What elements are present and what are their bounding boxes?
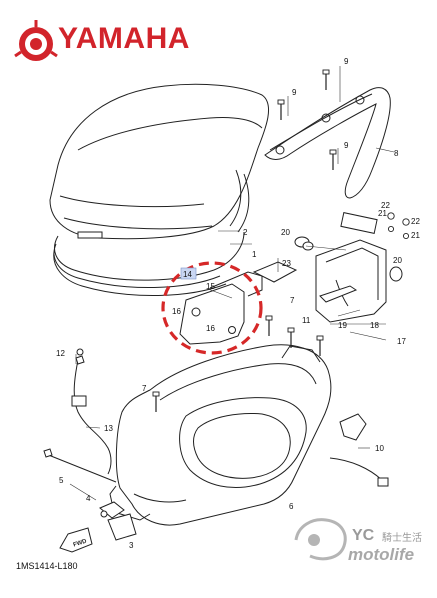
callout-11: 11 (302, 316, 311, 325)
callout-22b: 22 (411, 217, 420, 226)
knob-20a (294, 236, 314, 251)
callout-7a: 7 (290, 296, 295, 305)
bolt-7a (265, 315, 273, 337)
callout-4: 4 (86, 494, 91, 503)
callout-22a: 22 (381, 201, 390, 210)
callout-6: 6 (289, 502, 294, 511)
bolt-12 (76, 348, 84, 356)
callout-17: 17 (397, 337, 406, 346)
tool-bracket (179, 271, 263, 345)
leader-lines (69, 66, 395, 501)
yamaha-tuning-fork-icon (14, 20, 58, 61)
callout-20a: 20 (281, 228, 290, 237)
watermark-sub: 騎士生活 (382, 533, 422, 544)
knob-20b (389, 266, 403, 282)
callout-23: 23 (282, 259, 291, 268)
callout-18: 18 (370, 321, 379, 330)
screw-21-22 (387, 212, 410, 240)
clip-bracket (99, 501, 137, 541)
callout-21b: 21 (411, 231, 420, 240)
callout-14: 14 (183, 270, 192, 279)
reference-code: 1MS1414-L180 (16, 561, 78, 571)
callout-1: 1 (252, 250, 257, 259)
callout-15: 15 (206, 282, 215, 291)
fwd-label: FWD (73, 538, 88, 548)
bolt-9c (329, 149, 337, 171)
callout-16b: 16 (206, 324, 215, 333)
pad (252, 261, 298, 283)
watermark-main: YC (352, 527, 375, 544)
seat-band (53, 169, 250, 297)
watermark-tagline: motolife (348, 545, 415, 564)
motolife-watermark-icon (294, 518, 347, 561)
callout-20b: 20 (393, 256, 402, 265)
shaft (43, 448, 117, 483)
callout-9c: 9 (344, 141, 349, 150)
callout-7b: 7 (142, 384, 147, 393)
callout-19: 19 (338, 321, 347, 330)
bolt-9a (322, 69, 330, 91)
callout-labels: 1 2 3 4 5 6 7 7 8 9 9 9 10 11 12 13 14 1… (56, 57, 420, 550)
callout-9a: 9 (344, 57, 349, 66)
grab-handle (264, 87, 391, 199)
callout-10: 10 (375, 444, 384, 453)
seat-lock (329, 413, 389, 487)
seat (49, 83, 270, 240)
fwd-arrow: FWD (59, 527, 93, 553)
luggage-box (109, 344, 332, 526)
seat-lock-cable (71, 355, 112, 475)
highlight-ring (161, 261, 263, 355)
callout-21a: 21 (378, 209, 387, 218)
bolt-9b (277, 99, 285, 121)
callout-16a: 16 (172, 307, 181, 316)
callout-13: 13 (104, 424, 113, 433)
callout-12: 12 (56, 349, 65, 358)
rear-bracket (315, 212, 387, 323)
callout-3: 3 (129, 541, 134, 550)
callout-8: 8 (394, 149, 399, 158)
callout-9b: 9 (292, 88, 297, 97)
bolt-7c (316, 335, 324, 357)
callout-5: 5 (59, 476, 64, 485)
yamaha-wordmark: YAMAHA (58, 22, 190, 55)
highlight-label-box (180, 267, 197, 280)
callout-2: 2 (243, 228, 248, 237)
